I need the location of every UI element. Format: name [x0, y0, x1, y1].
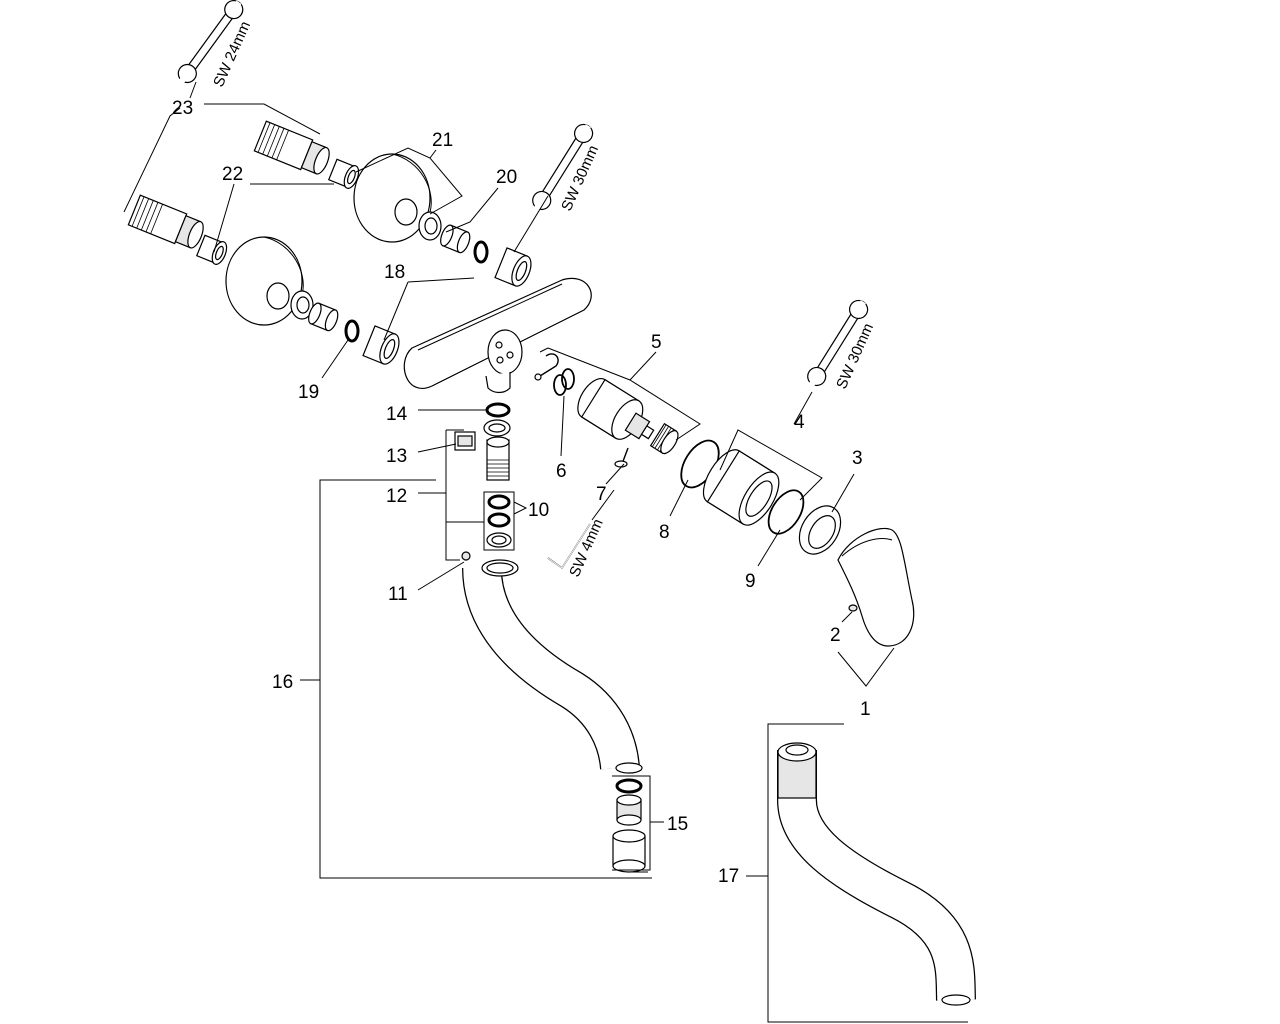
label-5: 5: [651, 332, 662, 353]
bearing-13-part: [454, 431, 476, 451]
label-15: 15: [667, 814, 688, 835]
label-8: 8: [659, 522, 670, 543]
eccentric-lower-part: [308, 302, 339, 332]
wrench-sw30-lower-icon: [807, 299, 869, 387]
washer-upper-part: [418, 211, 442, 241]
threaded-insert-part: [486, 436, 510, 481]
spacer-ring-part: [486, 532, 512, 548]
label-2: 2: [830, 625, 841, 646]
connector-lower-part: [127, 194, 204, 249]
cover-ring-3-part: [798, 505, 842, 555]
label-23: 23: [172, 98, 193, 119]
label-19: 19: [298, 382, 319, 403]
clip-spring-part: [553, 368, 575, 396]
o-ring-10b-part: [487, 512, 511, 528]
wrench-sw30-upper-icon: [532, 123, 594, 211]
o-ring-9-part: [767, 489, 805, 535]
adapter-nipple-upper-part: [327, 158, 360, 189]
label-21: 21: [432, 130, 453, 151]
label-13: 13: [386, 446, 407, 467]
mixer-body-part: [403, 277, 592, 394]
union-nut-upper-part: [494, 247, 532, 287]
wrench-sw30-upper-label: SW 30mm: [558, 143, 602, 214]
washer-lower-part: [290, 290, 314, 320]
label-9: 9: [745, 571, 756, 592]
cartridge-part: [577, 378, 655, 440]
part-labels: 23 21 22 20 18 19 5 4 3 14 13 6 12 7 10 …: [172, 98, 871, 887]
sleeve-4-part: [702, 449, 780, 526]
label-18: 18: [384, 262, 405, 283]
hex-key-sw4-icon: [547, 523, 591, 569]
label-14: 14: [386, 404, 408, 425]
eccentric-upper-part: [440, 224, 471, 254]
connector-upper-part: [253, 120, 330, 175]
leader-lines: [123, 81, 968, 1023]
escutcheon-lower-part: [225, 236, 304, 326]
label-16: 16: [272, 672, 293, 693]
o-ring-19-part: [344, 319, 360, 343]
spout-long-17-part: [777, 742, 976, 1006]
label-3: 3: [852, 448, 863, 469]
o-ring-10a-part: [487, 494, 511, 510]
adapter-nipple-lower-part: [195, 234, 228, 265]
label-6: 6: [556, 461, 567, 482]
spout-short-part: [462, 559, 643, 774]
o-ring-upper-part: [473, 240, 489, 264]
label-4: 4: [794, 412, 805, 433]
seal-ring-upper-part: [483, 419, 511, 437]
grub-screw-2-part: [848, 604, 858, 612]
label-22: 22: [222, 164, 243, 185]
aerator-group-15-part: [612, 778, 646, 873]
label-20: 20: [496, 167, 517, 188]
label-12: 12: [386, 486, 407, 507]
wrench-sw24-icon: [177, 0, 244, 84]
retaining-clip-part: [534, 353, 559, 381]
label-1: 1: [860, 699, 871, 720]
label-7: 7: [596, 484, 607, 505]
screw-7-part: [614, 447, 629, 468]
union-nut-18-part: [362, 325, 400, 365]
label-11: 11: [388, 584, 408, 605]
cartridge-nut-part: [649, 422, 679, 455]
label-10: 10: [528, 500, 549, 521]
escutcheon-upper-part: [353, 153, 432, 243]
screw-11-part: [461, 551, 471, 561]
label-17: 17: [718, 866, 739, 887]
handle-1-part: [837, 528, 915, 647]
o-ring-14-part: [485, 402, 511, 418]
